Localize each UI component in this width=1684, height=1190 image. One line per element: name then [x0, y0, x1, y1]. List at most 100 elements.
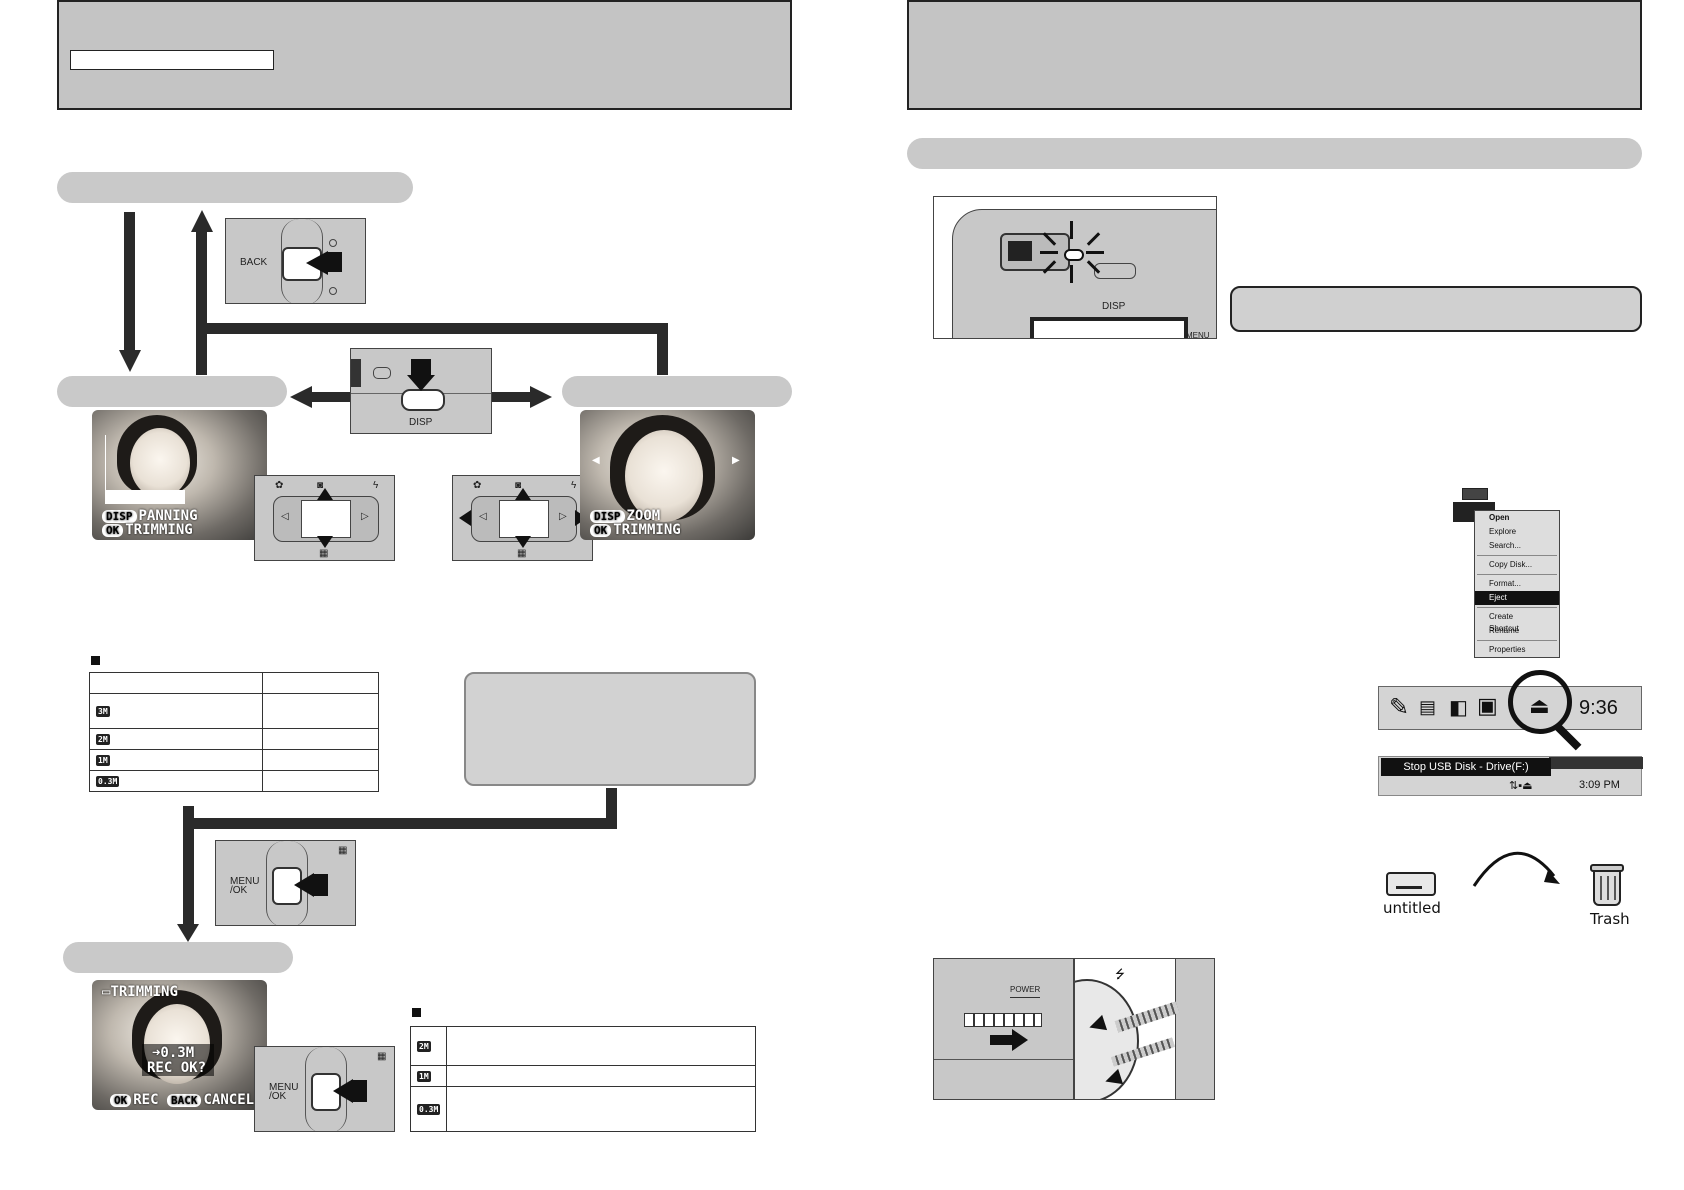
connector-note-down: [606, 788, 617, 828]
four-way-pad-all-directions: ✿ ◙ ϟ ◁ ▷ ▦: [452, 475, 593, 561]
back-badge: BACK: [166, 1094, 202, 1107]
table-row: 0.3M: [409, 1086, 756, 1132]
pen-icon[interactable]: ✎: [1389, 694, 1410, 721]
cancel-text: CANCEL: [203, 1092, 255, 1108]
camera-back-button-illustration: BACK: [225, 218, 366, 304]
left-key-icon: ◁: [281, 511, 289, 522]
menu-item-explore[interactable]: Explore: [1489, 527, 1517, 536]
osd-size: ➜0.3M: [152, 1045, 195, 1061]
menu-item-format[interactable]: Format...: [1489, 579, 1522, 588]
arrow-up-shaft: [196, 230, 207, 375]
battery-icon: ▦: [338, 845, 348, 856]
camera-indicator-lamp-illustration: DISP MENU: [933, 196, 1217, 339]
arrow-right-head: [530, 386, 552, 408]
disp-label: DISP: [409, 417, 433, 428]
right-note-box: [1230, 286, 1642, 332]
arrow-right-shaft: [492, 392, 530, 402]
disp-label: DISP: [1102, 301, 1126, 312]
menu-separator: [1477, 640, 1557, 641]
trimming-icon: ▭: [102, 984, 111, 1000]
lamp-ray: [1070, 221, 1073, 239]
monitor-icon[interactable]: ▣: [1477, 693, 1498, 718]
camera-menu-ok-illustration: MENU /OK ▦: [254, 1046, 395, 1132]
trimming-title: TRIMMING: [110, 984, 178, 1000]
pill-right-section: [907, 138, 1642, 169]
quality-3m-icon: 3M: [96, 706, 110, 717]
connector-line-top: [206, 323, 668, 334]
tray-icons: ⇅▪⏏: [1509, 780, 1533, 792]
menu-separator: [1477, 555, 1557, 556]
trash-label: Trash: [1590, 910, 1630, 928]
lamp-ray: [1070, 265, 1073, 283]
table-row: 1M: [409, 1065, 756, 1087]
size-table: 2M 1M 0.3M: [409, 1026, 756, 1132]
arrow-up-head: [191, 210, 213, 232]
quality-03m-icon: 0.3M: [417, 1104, 441, 1115]
usb-symbol-icon: ⭍: [1115, 967, 1125, 981]
quality-1m-icon: 1M: [417, 1071, 431, 1082]
menu-item-eject[interactable]: Eject: [1475, 591, 1559, 605]
table-row: 2M: [89, 728, 379, 750]
quality-table: 3M 2M 1M 0.3M: [89, 672, 379, 792]
power-label: POWER: [1010, 985, 1041, 994]
macro-icon: ✿: [275, 480, 284, 491]
press-arrow-icon: [407, 375, 435, 391]
lamp-ray: [1086, 251, 1104, 254]
menu-separator: [1477, 607, 1557, 608]
usb-cable-illustration: ⭍: [1074, 958, 1215, 1100]
pill-playback: [57, 172, 413, 203]
disk-drive-icon[interactable]: [1386, 872, 1436, 896]
menu-item-open[interactable]: Open: [1489, 513, 1510, 522]
ok-badge: OK: [110, 1094, 132, 1107]
menu-label: MENU: [1186, 331, 1210, 339]
camera-disp-button-illustration: DISP: [350, 348, 492, 434]
table-row: [89, 672, 379, 694]
tray-clock: 9:36: [1579, 697, 1618, 719]
ok-badge: OK: [102, 524, 124, 537]
menu-item-properties[interactable]: Properties: [1489, 645, 1526, 654]
drag-arc-arrow: [1472, 851, 1560, 887]
menu-separator: [1477, 574, 1557, 575]
arrow-left-head: [290, 386, 312, 408]
note-box: [464, 672, 756, 786]
taskbar-tooltip-strip: Stop USB Disk - Drive(F:) ⇅▪⏏ 3:09 PM: [1378, 756, 1643, 796]
keyboard-icon[interactable]: ▤: [1419, 697, 1437, 717]
arrow-down-icon: [317, 536, 333, 548]
pill-panning: [57, 376, 287, 407]
right-key-icon: ▷: [361, 511, 369, 522]
press-arrow-icon: [294, 873, 314, 897]
pill-trimming: [63, 942, 293, 973]
context-menu[interactable]: Open Explore Search... Copy Disk... Form…: [1474, 510, 1560, 658]
connector-horizontal: [183, 818, 617, 829]
pill-zoom: [562, 376, 792, 407]
quality-1m-icon: 1M: [96, 755, 110, 766]
table-row: 3M: [89, 693, 379, 729]
quality-2m-icon: 2M: [96, 734, 110, 745]
menu-item-copy-disk[interactable]: Copy Disk...: [1489, 560, 1533, 569]
disp-button: [401, 389, 445, 411]
menu-item-create-shortcut[interactable]: Create Shortcut: [1489, 612, 1519, 633]
menu-item-search[interactable]: Search...: [1489, 541, 1522, 550]
slide-arrow-head: [1012, 1029, 1028, 1051]
section-marker-square: [412, 1008, 421, 1017]
trash-icon[interactable]: [1590, 864, 1624, 906]
selftimer-icon: ◙: [515, 480, 522, 491]
menu-item-rename[interactable]: Rename: [1489, 626, 1520, 635]
indicator-lamp-icon: [1064, 249, 1084, 261]
four-way-pad-up-down: ✿ ◙ ϟ ◁ ▷ ▦: [254, 475, 395, 561]
pan-right-icon: ▶: [732, 455, 740, 466]
slide-arrow-icon: [990, 1035, 1012, 1045]
osd-rec-ok: REC OK?: [147, 1060, 207, 1076]
press-arrow-icon: [306, 251, 328, 275]
disp-badge: DISP: [102, 510, 137, 523]
stop-usb-tooltip[interactable]: Stop USB Disk - Drive(F:): [1381, 758, 1551, 776]
right-header-box: [907, 0, 1642, 110]
ok-badge: OK: [590, 524, 612, 537]
volume-icon[interactable]: ◧: [1449, 697, 1468, 719]
